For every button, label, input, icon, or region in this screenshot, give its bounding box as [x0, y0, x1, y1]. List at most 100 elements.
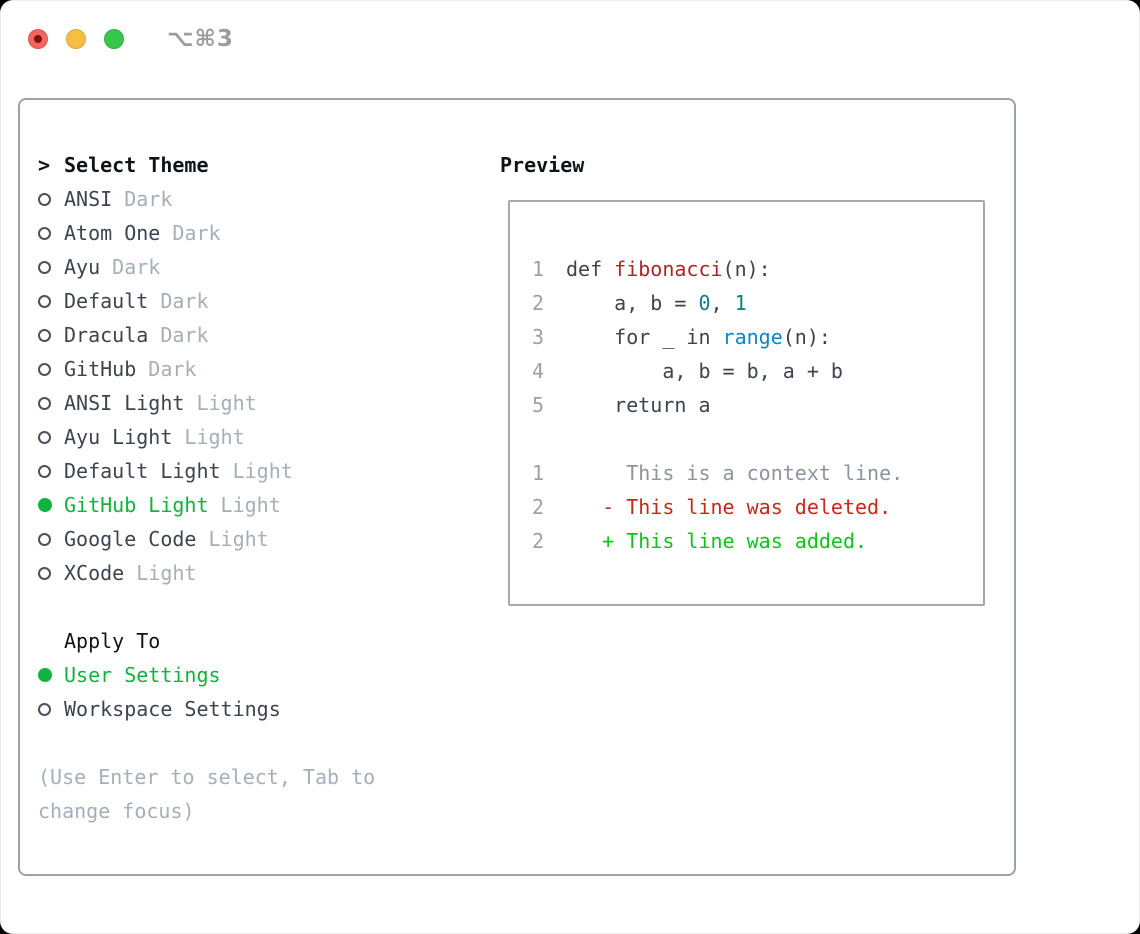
minimize-button[interactable]: [66, 29, 86, 49]
radio-dot: [38, 532, 51, 546]
code-token: (n):: [782, 325, 831, 349]
close-button[interactable]: [28, 29, 48, 49]
option-variant-label: Light: [172, 425, 245, 449]
code-token: for _ in: [566, 325, 723, 349]
option-variant-label: Dark: [148, 289, 209, 313]
select-theme-header: > Select Theme: [38, 148, 486, 182]
line-content: - This line was deleted.: [566, 495, 891, 519]
radio-icon: [38, 396, 64, 410]
apply-option-workspace-settings[interactable]: Workspace Settings: [38, 692, 486, 726]
radio-icon: [38, 260, 64, 274]
preview-header: Preview: [500, 153, 585, 177]
theme-option-google-code[interactable]: Google Code Light: [38, 522, 486, 556]
spacer: [38, 590, 486, 624]
theme-option-dracula[interactable]: Dracula Dark: [38, 318, 486, 352]
radio-dot: [38, 498, 52, 512]
radio-icon: [38, 702, 64, 716]
option-variant-label: Light: [208, 493, 281, 517]
radio-dot: [38, 260, 51, 274]
apply-to-header-label: Apply To: [64, 629, 161, 653]
option-variant-label: Light: [196, 527, 269, 551]
theme-option-github[interactable]: GitHub Dark: [38, 352, 486, 386]
option-label: Atom One: [64, 221, 161, 245]
option-label: XCode: [64, 561, 125, 585]
option-variant-label: Dark: [112, 187, 173, 211]
radio-icon: [38, 566, 64, 580]
radio-dot: [38, 328, 51, 342]
diff-line-context: 1 This is a context line.: [532, 456, 983, 490]
radio-dot: [38, 294, 51, 308]
radio-selected-icon: [38, 668, 64, 682]
code-token: 1: [734, 291, 747, 315]
code-token: a, b = b, a + b: [566, 359, 843, 383]
line-number: 1: [532, 257, 545, 281]
line-number: 2: [532, 529, 545, 553]
theme-option-ansi-light[interactable]: ANSI Light Light: [38, 386, 486, 420]
code-line: 2 a, b = 0, 1: [532, 286, 983, 320]
line-content: a, b = 0, 1: [566, 291, 747, 315]
line-content: a, b = b, a + b: [566, 359, 843, 383]
hint-text: (Use Enter to select, Tab to change focu…: [38, 765, 376, 823]
option-label: Ayu: [64, 255, 101, 279]
line-content: for _ in range(n):: [566, 325, 831, 349]
theme-option-github-light[interactable]: GitHub Light Light: [38, 488, 486, 522]
diff-line-added: 2 + This line was added.: [532, 524, 983, 558]
theme-option-atom-one[interactable]: Atom One Dark: [38, 216, 486, 250]
radio-icon: [38, 294, 64, 308]
option-label: Default: [64, 289, 149, 313]
diff-line-deleted: 2 - This line was deleted.: [532, 490, 983, 524]
option-label: GitHub: [64, 357, 137, 381]
line-number: 2: [532, 495, 545, 519]
option-label: Dracula: [64, 323, 149, 347]
code-token: 0: [698, 291, 711, 315]
window-title: ⌥⌘3: [167, 26, 234, 52]
theme-option-ayu-light[interactable]: Ayu Light Light: [38, 420, 486, 454]
code-token: - This line was deleted.: [566, 495, 892, 519]
radio-icon: [38, 430, 64, 444]
line-number: 5: [532, 393, 545, 417]
radio-selected-icon: [38, 498, 64, 512]
radio-icon: [38, 226, 64, 240]
radio-icon: [38, 532, 64, 546]
option-variant-label: Light: [124, 561, 197, 585]
code-token: def: [566, 257, 615, 281]
theme-option-default-light[interactable]: Default Light Light: [38, 454, 486, 488]
option-label: Ayu Light: [64, 425, 173, 449]
titlebar: ⌥⌘3: [28, 26, 234, 52]
apply-option-user-settings[interactable]: User Settings: [38, 658, 486, 692]
apply-to-header: Apply To: [38, 624, 486, 658]
line-number: 2: [532, 291, 545, 315]
code-token: ,: [710, 291, 735, 315]
code-token: return a: [566, 393, 711, 417]
theme-option-xcode[interactable]: XCode Light: [38, 556, 486, 590]
theme-option-ansi[interactable]: ANSI Dark: [38, 182, 486, 216]
theme-option-default[interactable]: Default Dark: [38, 284, 486, 318]
theme-option-ayu[interactable]: Ayu Dark: [38, 250, 486, 284]
radio-dot: [38, 192, 51, 206]
option-label: ANSI Light: [64, 391, 185, 415]
code-token: range: [722, 325, 783, 349]
line-number: 4: [532, 359, 545, 383]
radio-dot: [38, 362, 51, 376]
radio-dot: [38, 464, 51, 478]
blank-line: [532, 422, 983, 456]
radio-dot: [38, 226, 51, 240]
code-token: a, b =: [566, 291, 699, 315]
line-number: 1: [532, 461, 545, 485]
radio-dot: [38, 396, 51, 410]
code-token: (n):: [722, 257, 771, 281]
radio-dot: [38, 566, 51, 580]
option-variant-label: Light: [184, 391, 257, 415]
zoom-button[interactable]: [104, 29, 124, 49]
line-content: + This line was added.: [566, 529, 867, 553]
radio-icon: [38, 464, 64, 478]
line-content: This is a context line.: [566, 461, 903, 485]
option-variant-label: Light: [220, 459, 293, 483]
line-content: def fibonacci(n):: [566, 257, 771, 281]
code-line: 3 for _ in range(n):: [532, 320, 983, 354]
option-label: User Settings: [64, 663, 221, 687]
